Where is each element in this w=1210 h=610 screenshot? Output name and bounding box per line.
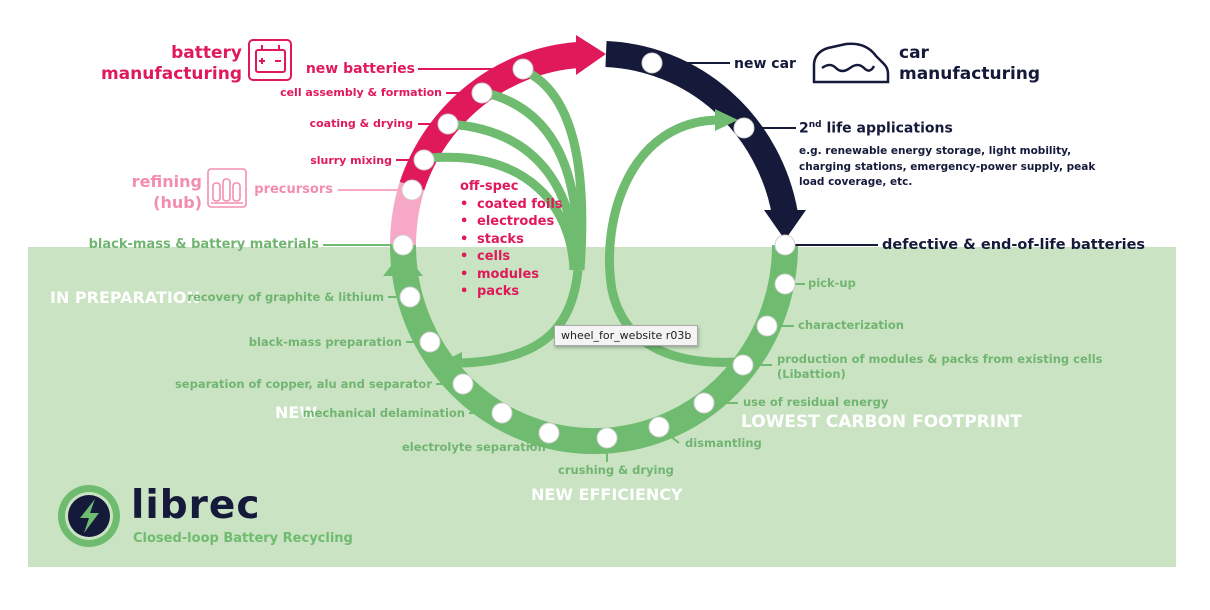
offspec-item: electrodes: [460, 213, 563, 231]
refining-hub-title: refining (hub): [131, 172, 202, 212]
tag-new: NEW: [275, 403, 317, 422]
label-characterization: characterization: [798, 318, 904, 332]
offspec-arrowhead: [440, 352, 462, 375]
librec-tagline: Closed-loop Battery Recycling: [133, 531, 353, 546]
label-defective-batteries: defective & end-of-life batteries: [882, 237, 1146, 253]
librec-logo-icon: [58, 485, 120, 547]
electric-car-icon: [812, 42, 890, 84]
offspec-list: off-spec coated foils electrodes stacks …: [460, 178, 563, 301]
tag-in-preparation: IN PREPARATION: [50, 288, 200, 307]
label-cell-assembly: cell assembly & formation: [280, 86, 442, 99]
label-recovery-graphite-lithium: recovery of graphite & lithium: [187, 290, 384, 304]
tag-lowest-carbon-footprint: LOWEST CARBON FOOTPRINT: [741, 412, 1022, 432]
offspec-item: cells: [460, 248, 563, 266]
wheel-nodes: [392, 52, 796, 449]
offspec-item: stacks: [460, 231, 563, 249]
offspec-loops: [429, 65, 587, 368]
label-dismantling: dismantling: [685, 436, 762, 450]
offspec-item: coated foils: [460, 196, 563, 214]
recycling-zone-background: [28, 247, 1176, 567]
car-manufacturing-title: car manufacturing: [899, 43, 1041, 84]
recycling-arrowhead: [383, 251, 423, 276]
label-new-batteries: new batteries: [305, 61, 415, 77]
use-arrowhead: [764, 210, 806, 240]
battery-manufacturing-title: battery manufacturing: [100, 43, 242, 84]
refining-icon: [207, 168, 247, 208]
second-life-arrowhead: [715, 109, 738, 131]
offspec-item: packs: [460, 283, 563, 301]
label-crushing-drying: crushing & drying: [558, 463, 674, 477]
label-electrolyte-separation: electrolyte separation: [402, 440, 546, 454]
label-use-residual-energy: use of residual energy: [743, 395, 889, 409]
battery-icon: [248, 39, 292, 81]
offspec-title: off-spec: [460, 179, 519, 194]
label-black-mass-materials: black-mass & battery materials: [88, 237, 319, 252]
manufacturing-arrowhead: [576, 35, 606, 75]
tag-new-efficiency: NEW EFFICIENCY: [531, 485, 683, 504]
image-tooltip: wheel_for_website r03b: [554, 325, 699, 346]
label-mechanical-delamination: mechanical delamination: [302, 406, 465, 420]
use-arc: [605, 41, 798, 217]
label-black-mass-preparation: black-mass preparation: [248, 335, 402, 349]
label-precursors: precursors: [254, 182, 333, 197]
librec-wordmark: librec: [131, 483, 261, 528]
offspec-item: modules: [460, 266, 563, 284]
label-second-life: 2nd life applications: [799, 120, 953, 137]
label-pick-up: pick-up: [808, 276, 856, 290]
second-life-loop: [605, 115, 739, 367]
second-life-examples: e.g. renewable energy storage, light mob…: [799, 145, 1096, 188]
label-separation: separation of copper, alu and separator: [174, 377, 432, 391]
label-new-car: new car: [734, 56, 796, 72]
label-production-modules: production of modules & packs from exist…: [777, 352, 1103, 381]
label-slurry-mixing: slurry mixing: [310, 154, 392, 167]
label-coating-drying: coating & drying: [309, 117, 413, 130]
